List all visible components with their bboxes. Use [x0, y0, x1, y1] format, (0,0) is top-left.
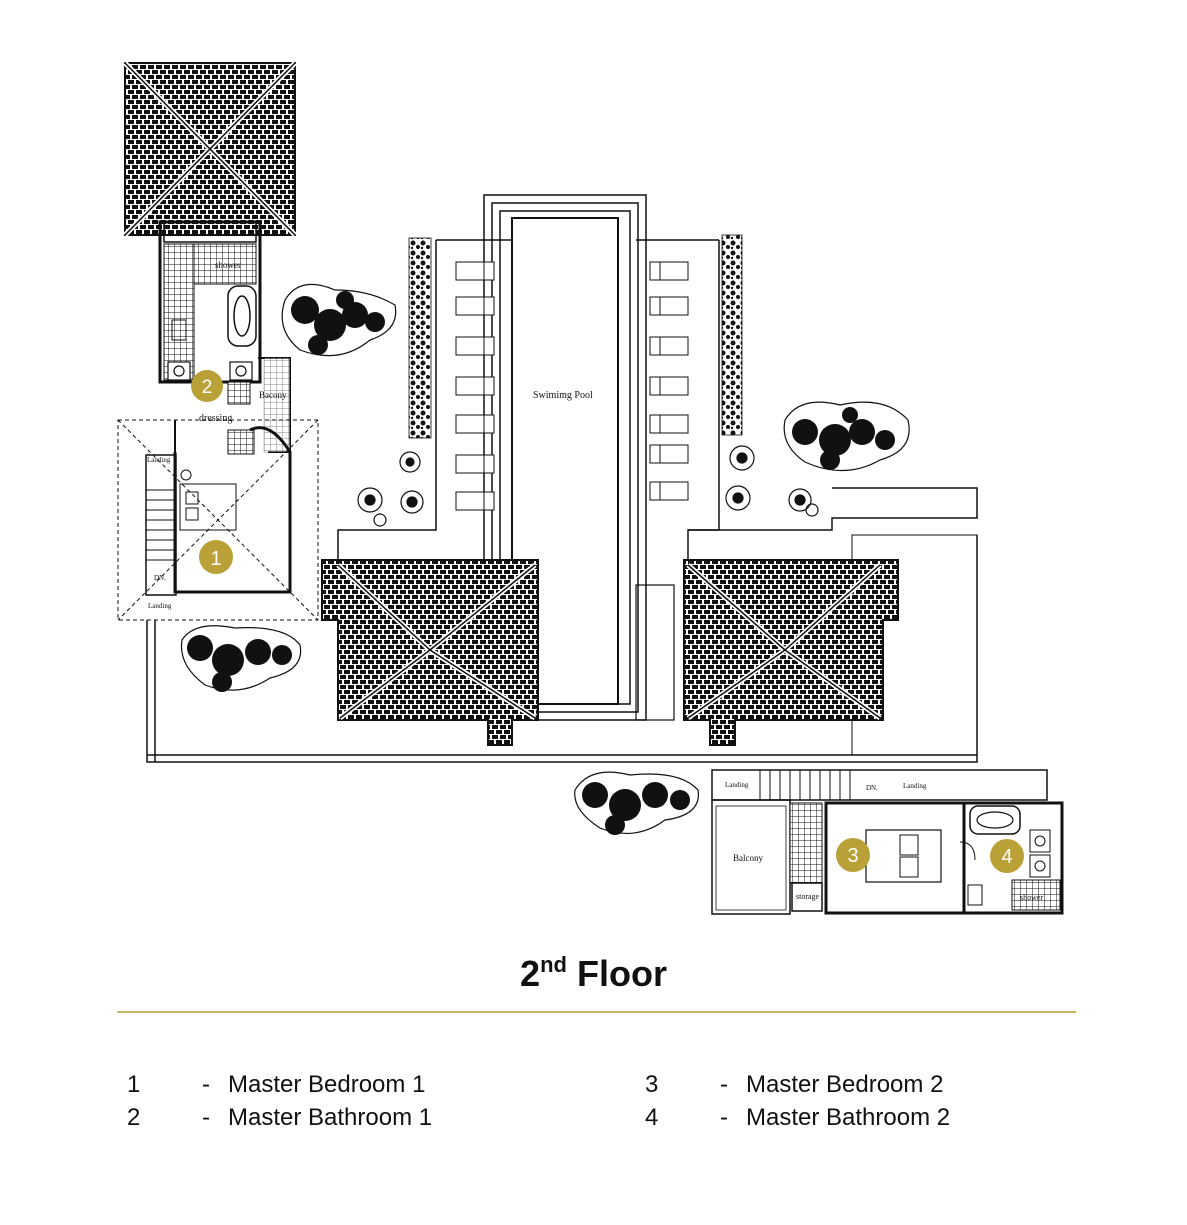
title-floor: Floor	[566, 953, 667, 994]
wing-2	[711, 769, 1064, 915]
label-landing-top-1: Landing	[147, 456, 171, 464]
roof-top-left	[123, 61, 297, 237]
planting-left-bottom	[180, 625, 302, 692]
page-title: 2nd Floor	[0, 952, 1187, 995]
marker-2-number: 2	[202, 377, 213, 398]
label-dn-2: DN.	[866, 784, 878, 792]
title-superscript: nd	[540, 952, 567, 977]
label-shower-1: shower	[215, 260, 241, 270]
label-pool: Swimimg Pool	[533, 390, 593, 401]
planting-bottom-center	[574, 771, 699, 835]
sun-loungers	[455, 261, 689, 511]
label-storage-2: storage	[796, 892, 820, 901]
legend-label: Master Bedroom 2	[746, 1071, 944, 1098]
label-shower-2: shower	[1020, 893, 1043, 902]
legend-item-4: 4 - Master Bathroom 2	[645, 1104, 1065, 1134]
legend-dash: -	[202, 1071, 210, 1098]
legend-number: 4	[645, 1104, 659, 1131]
legend-number: 2	[127, 1104, 141, 1131]
legend-dash: -	[720, 1104, 728, 1131]
legend-dash: -	[720, 1071, 728, 1098]
hedge-right	[721, 234, 743, 436]
roof-middle-right	[683, 559, 899, 746]
title-divider	[117, 1011, 1076, 1013]
label-dressing: dressing	[199, 413, 232, 424]
title-number: 2	[520, 953, 541, 994]
label-landing-left-2: Landing	[725, 781, 749, 789]
marker-4: 4	[990, 839, 1024, 873]
planting-top-left	[281, 283, 397, 357]
hedge-left	[408, 237, 432, 439]
marker-2: 2	[191, 370, 223, 402]
label-bacony: Bacony	[259, 390, 287, 400]
legend-dash: -	[202, 1104, 210, 1131]
floor-plan: shower Bacony dressing Landing DN. Landi…	[117, 61, 1064, 915]
legend-label: Master Bathroom 1	[228, 1104, 433, 1131]
label-balcony-2: Balcony	[733, 853, 763, 863]
roof-middle-left	[321, 559, 539, 746]
small-shrubs	[357, 445, 819, 527]
legend-item-1: 1 - Master Bedroom 1	[127, 1071, 547, 1101]
marker-1: 1	[199, 540, 233, 574]
legend-item-2: 2 - Master Bathroom 1	[127, 1104, 547, 1134]
label-landing-bottom-1: Landing	[148, 602, 172, 610]
marker-1-number: 1	[210, 548, 221, 570]
planting-right	[783, 401, 910, 472]
label-dn-1: DN.	[154, 574, 166, 582]
marker-3: 3	[836, 838, 870, 872]
legend-label: Master Bathroom 2	[746, 1104, 951, 1131]
marker-3-number: 3	[847, 845, 858, 867]
swimming-pool	[483, 194, 675, 721]
legend-number: 1	[127, 1071, 141, 1098]
legend-label: Master Bedroom 1	[228, 1071, 426, 1098]
legend-item-3: 3 - Master Bedroom 2	[645, 1071, 1065, 1101]
marker-4-number: 4	[1001, 846, 1012, 868]
label-landing-right-2: Landing	[903, 782, 927, 790]
bedroom-1	[117, 419, 319, 621]
legend-number: 3	[645, 1071, 659, 1098]
